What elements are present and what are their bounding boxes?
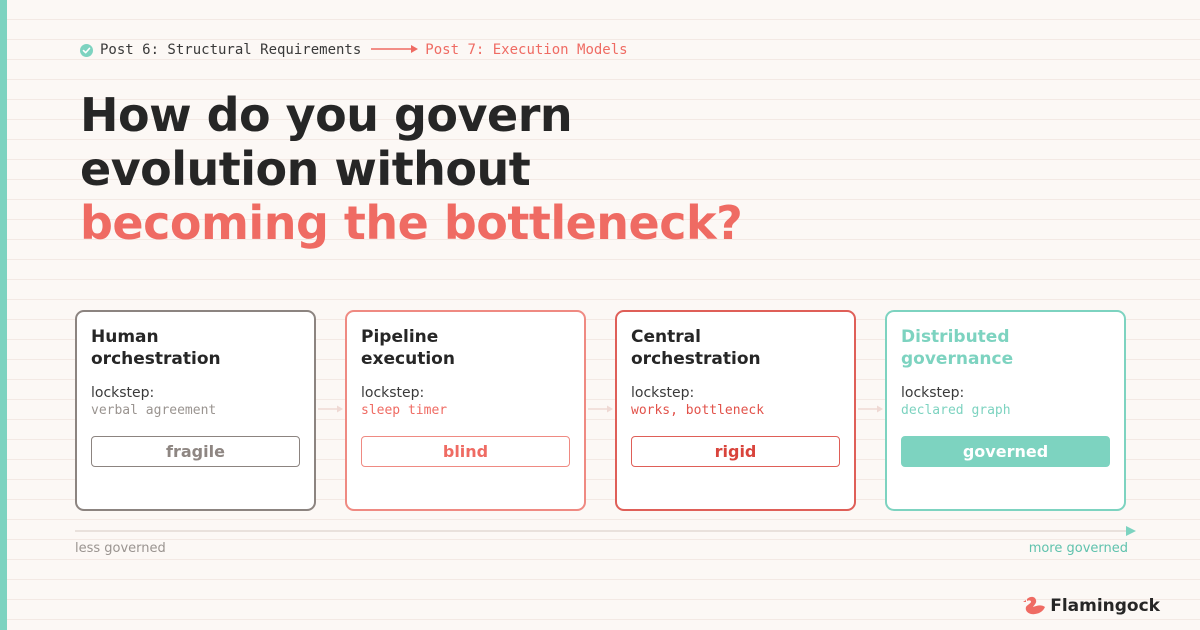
card-lockstep-value: sleep timer bbox=[361, 403, 448, 418]
card-title: Central orchestration bbox=[631, 326, 840, 370]
card-title-line-2: orchestration bbox=[631, 349, 761, 369]
card-verdict-badge: blind bbox=[361, 436, 570, 467]
card-verdict-badge: fragile bbox=[91, 436, 300, 467]
breadcrumb: Post 6: Structural Requirements Post 7: … bbox=[80, 40, 628, 60]
card-lockstep-label: lockstep: bbox=[901, 385, 965, 401]
card-lockstep-value: works, bottleneck bbox=[631, 403, 765, 418]
card-central-orchestration: Central orchestration lockstep: works, b… bbox=[615, 310, 856, 511]
arrow-right-icon bbox=[371, 42, 419, 58]
card-verdict-badge: rigid bbox=[631, 436, 840, 467]
card-human-orchestration: Human orchestration lockstep: verbal agr… bbox=[75, 310, 316, 511]
card-distributed-governance: Distributed governance lockstep: declare… bbox=[885, 310, 1126, 511]
card-title-line-1: Central bbox=[631, 327, 701, 347]
flamingo-logo-icon bbox=[1023, 596, 1046, 615]
connector-arrow-icon bbox=[588, 405, 613, 413]
execution-model-cards: Human orchestration lockstep: verbal agr… bbox=[75, 310, 1135, 512]
headline-line-3: becoming the bottleneck? bbox=[80, 196, 743, 250]
card-title-line-1: Pipeline bbox=[361, 327, 439, 347]
brand-name: Flamingock bbox=[1050, 596, 1160, 616]
breadcrumb-previous-post[interactable]: Post 6: Structural Requirements bbox=[100, 42, 362, 58]
brand-logo: Flamingock bbox=[1023, 595, 1160, 617]
card-lockstep-label: lockstep: bbox=[91, 385, 155, 401]
card-title-line-2: governance bbox=[901, 349, 1014, 369]
card-title: Human orchestration bbox=[91, 326, 300, 370]
card-title-line-2: orchestration bbox=[91, 349, 221, 369]
card-lockstep-value: declared graph bbox=[901, 403, 1011, 418]
check-icon bbox=[80, 43, 93, 57]
card-verdict-badge: governed bbox=[901, 436, 1110, 467]
headline-line-2: evolution without bbox=[80, 142, 531, 196]
card-title: Distributed governance bbox=[901, 326, 1110, 370]
breadcrumb-current-post[interactable]: Post 7: Execution Models bbox=[425, 42, 628, 58]
card-title-line-2: execution bbox=[361, 349, 455, 369]
scale-label-less-governed: less governed bbox=[75, 541, 166, 556]
scale-label-more-governed: more governed bbox=[1028, 541, 1128, 556]
card-lockstep-label: lockstep: bbox=[361, 385, 425, 401]
card-title: Pipeline execution bbox=[361, 326, 570, 370]
connector-arrow-icon bbox=[858, 405, 883, 413]
card-title-line-1: Distributed bbox=[901, 327, 1010, 347]
card-lockstep-label: lockstep: bbox=[631, 385, 695, 401]
left-accent-bar bbox=[0, 0, 7, 630]
card-title-line-1: Human bbox=[91, 327, 159, 347]
connector-arrow-icon bbox=[318, 405, 343, 413]
governance-scale-arrow bbox=[75, 526, 1136, 536]
page-headline: How do you govern evolution without beco… bbox=[80, 88, 743, 250]
card-lockstep-value: verbal agreement bbox=[91, 403, 217, 418]
card-pipeline-execution: Pipeline execution lockstep: sleep timer… bbox=[345, 310, 586, 511]
headline-line-1: How do you govern bbox=[80, 88, 573, 142]
